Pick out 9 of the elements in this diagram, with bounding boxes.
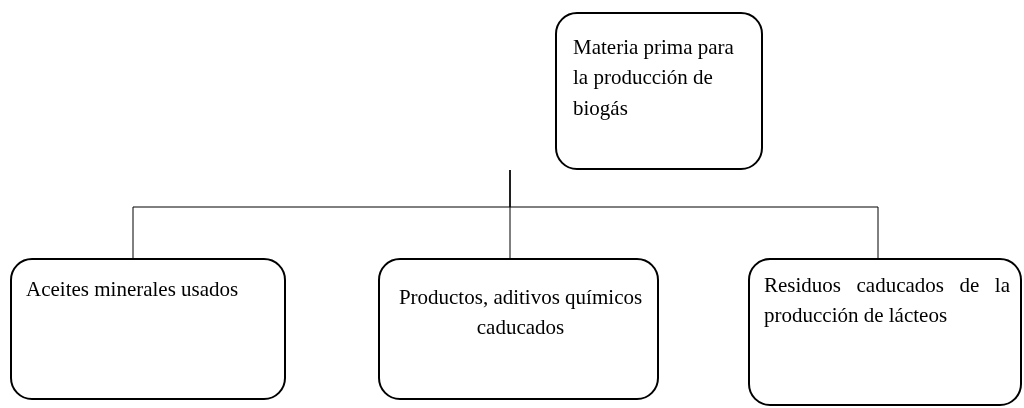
rounded-box [10, 258, 286, 400]
box-text: Materia prima para la producción de biogás [573, 34, 735, 122]
box-text: Productos, aditivos químicos caducados [397, 284, 644, 342]
box-text: Residuos caducados de la producción de lácteos [764, 272, 1010, 330]
connector-line [509, 169, 879, 259]
box-text: Aceites minerales usados [26, 276, 240, 303]
rounded-box [748, 258, 1022, 406]
rounded-box [378, 258, 659, 400]
rounded-box [555, 12, 763, 170]
